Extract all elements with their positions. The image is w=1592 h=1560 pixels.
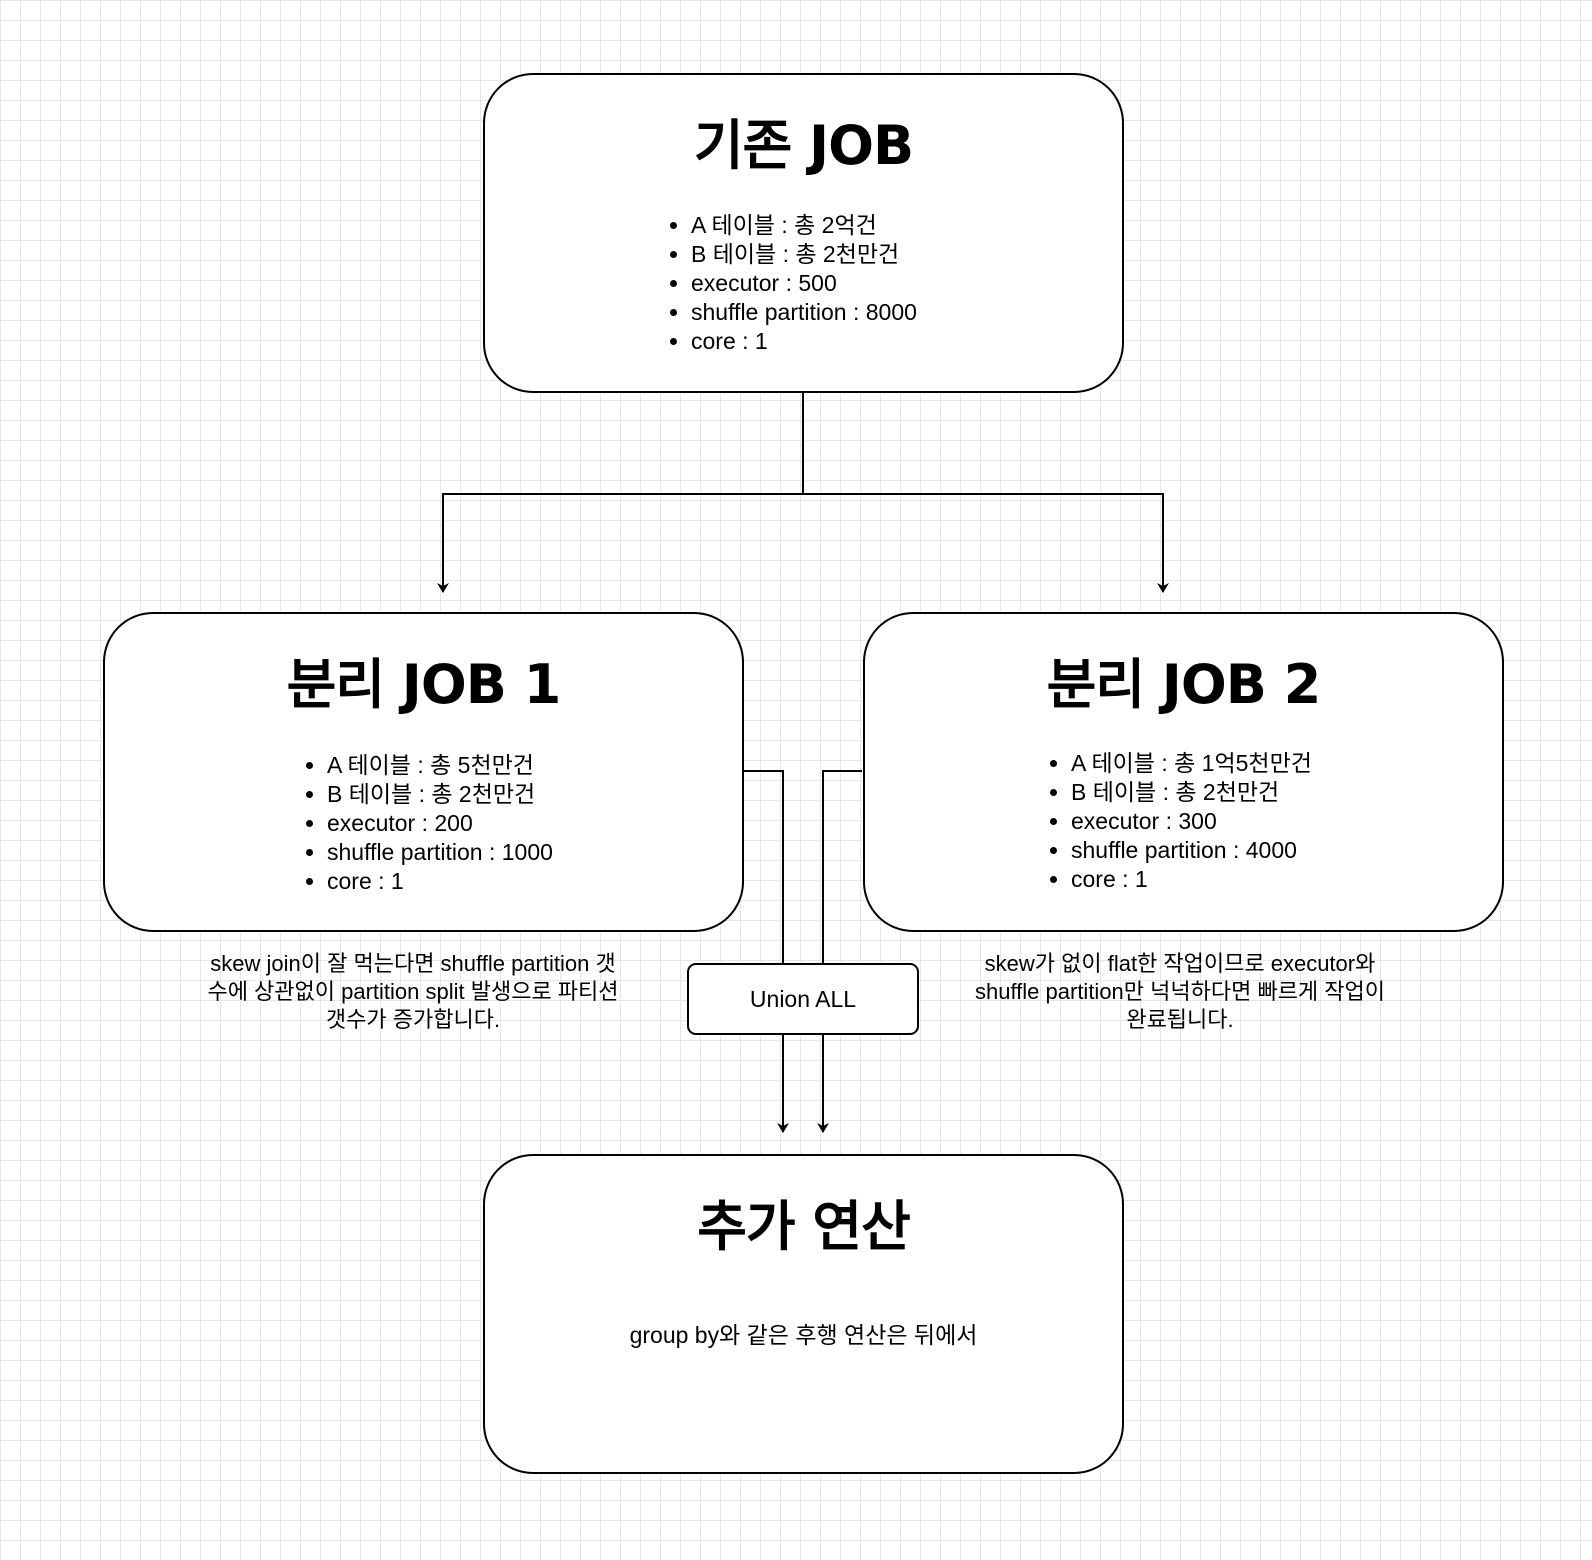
list-item: executor : 500 (691, 269, 917, 298)
post-operation-description: group by와 같은 후행 연산은 뒤에서 (629, 1322, 978, 1348)
split-job-1-specs: A 테이블 : 총 5천만건 B 테이블 : 총 2천만건 executor :… (301, 751, 553, 896)
split-job-1-note: skew join이 잘 먹는다면 shuffle partition 갯수에 … (207, 951, 619, 1032)
list-item: shuffle partition : 1000 (327, 838, 553, 867)
list-item: core : 1 (1071, 865, 1312, 894)
split-job-2-specs: A 테이블 : 총 1억5천만건 B 테이블 : 총 2천만건 executor… (1045, 749, 1312, 894)
list-item: B 테이블 : 총 2천만건 (327, 780, 553, 809)
original-job-title: 기존 JOB (693, 114, 914, 177)
union-all-label: Union ALL (749, 985, 857, 1012)
split-job-1-title: 분리 JOB 1 (286, 653, 562, 716)
arrow-original-to-job2 (803, 493, 1169, 593)
split-job-2-note: skew가 없이 flat한 작업이므로 executor와 shuffle p… (974, 951, 1386, 1032)
post-operation-title: 추가 연산 (697, 1195, 911, 1258)
list-item: executor : 200 (327, 809, 553, 838)
arrow-job2-to-postop (817, 770, 862, 1133)
split-job-1-box: 분리 JOB 1 A 테이블 : 총 5천만건 B 테이블 : 총 2천만건 e… (103, 612, 744, 932)
list-item: A 테이블 : 총 5천만건 (327, 751, 553, 780)
original-job-box: 기존 JOB A 테이블 : 총 2억건 B 테이블 : 총 2천만건 exec… (483, 73, 1124, 393)
split-job-2-box: 분리 JOB 2 A 테이블 : 총 1억5천만건 B 테이블 : 총 2천만건… (863, 612, 1504, 932)
union-all-box: Union ALL (687, 963, 919, 1035)
list-item: B 테이블 : 총 2천만건 (1071, 778, 1312, 807)
list-item: shuffle partition : 4000 (1071, 836, 1312, 865)
post-operation-box: 추가 연산 group by와 같은 후행 연산은 뒤에서 (483, 1154, 1124, 1474)
original-job-specs: A 테이블 : 총 2억건 B 테이블 : 총 2천만건 executor : … (665, 211, 917, 356)
list-item: core : 1 (691, 327, 917, 356)
list-item: A 테이블 : 총 2억건 (691, 211, 917, 240)
list-item: A 테이블 : 총 1억5천만건 (1071, 749, 1312, 778)
list-item: shuffle partition : 8000 (691, 298, 917, 327)
list-item: B 테이블 : 총 2천만건 (691, 240, 917, 269)
list-item: executor : 300 (1071, 807, 1312, 836)
list-item: core : 1 (327, 867, 553, 896)
arrow-job1-to-postop (743, 770, 789, 1133)
arrow-original-to-job1 (437, 393, 804, 593)
split-job-2-title: 분리 JOB 2 (1046, 653, 1322, 716)
